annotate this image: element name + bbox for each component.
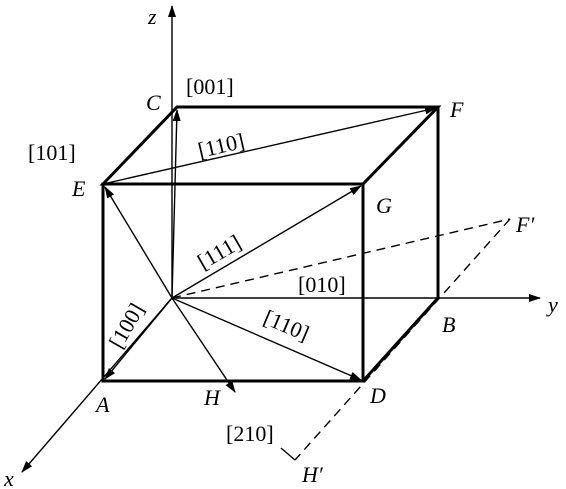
vector-111 [171, 185, 362, 299]
direction-label-210: [210] [226, 421, 274, 446]
h-prime-tick [280, 447, 296, 461]
direction-label-110-top: [110] [196, 128, 247, 163]
vector-101 [104, 186, 173, 299]
direction-label-010: [010] [298, 272, 346, 297]
point-label-g: G [376, 193, 392, 218]
point-label-a: A [94, 392, 110, 417]
direction-label-111: [111] [193, 230, 245, 275]
y-axis-label: y [546, 292, 558, 317]
point-label-b: B [442, 312, 455, 337]
direction-vectors [102, 106, 437, 393]
dashed-f-prime-to-h-prime [294, 218, 511, 461]
direction-label-101: [101] [28, 140, 76, 165]
vector-110-bottom [171, 297, 362, 381]
point-label-h: H [203, 385, 221, 410]
point-label-e: E [71, 176, 86, 201]
direction-label-001: [001] [186, 74, 234, 99]
z-axis-label: z [147, 4, 157, 29]
point-label-f-prime: F′ [515, 212, 535, 237]
vector-100 [104, 297, 173, 380]
direction-label-100: [100] [104, 299, 149, 353]
point-label-f: F [449, 97, 464, 122]
x-axis-label: x [3, 466, 14, 489]
point-label-d: D [369, 383, 386, 408]
construction-lines [171, 218, 511, 461]
x-axis [21, 297, 173, 473]
point-label-c: C [146, 90, 161, 115]
cube-edges [99, 105, 442, 383]
vector-210 [171, 297, 236, 393]
point-label-h-prime: H′ [301, 462, 324, 487]
vector-001 [171, 109, 181, 299]
cube-bottom-right-edge [361, 296, 440, 383]
vector-110-top [102, 106, 437, 185]
dashed-origin-to-f-prime [171, 218, 511, 299]
